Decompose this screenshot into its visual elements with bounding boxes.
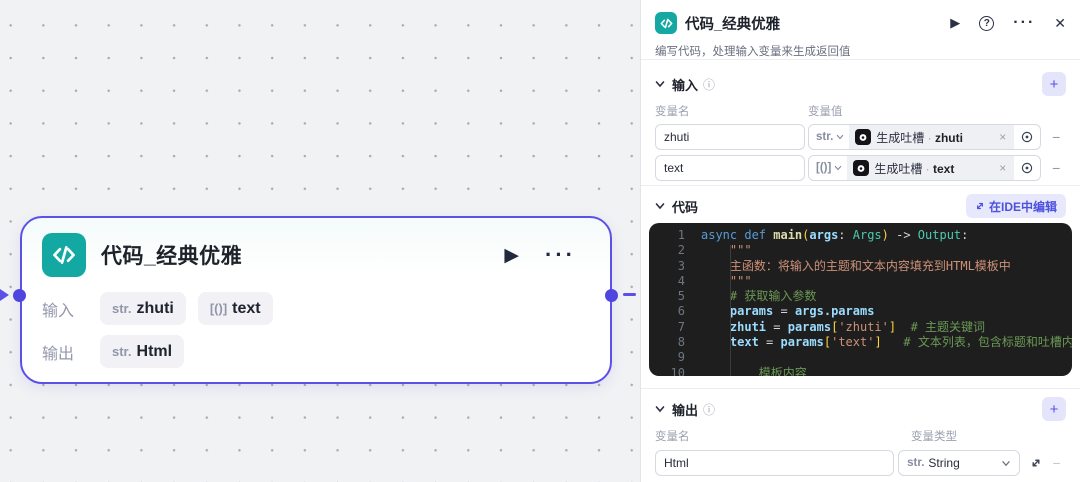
indent-guide (730, 245, 731, 376)
output-tag-html[interactable]: str. Html (100, 335, 185, 368)
chevron-down-icon[interactable] (655, 201, 665, 211)
input-tag-zhuti[interactable]: str. zhuti (100, 292, 186, 325)
node-title: 代码_经典优雅 (101, 245, 243, 268)
panel-subtitle: 编写代码，处理输入变量来生成返回值 (655, 46, 851, 58)
run-button[interactable]: ▶ (950, 15, 961, 30)
input-row-zhuti: str. 生成吐槽 · zhuti × − (655, 124, 1066, 150)
locate-reference-icon[interactable] (1020, 130, 1034, 144)
node-more-button[interactable]: ··· (545, 242, 576, 267)
referenced-node-avatar (853, 160, 870, 176)
code-icon (655, 12, 677, 34)
expand-icon (977, 202, 983, 210)
help-icon[interactable]: ? (979, 15, 995, 31)
add-input-button[interactable]: + (1042, 72, 1066, 96)
edit-in-ide-button[interactable]: 在IDE中编辑 (965, 194, 1066, 218)
outgoing-edge-dash (623, 293, 636, 296)
clear-reference-icon[interactable]: × (999, 161, 1007, 175)
chevron-down-icon[interactable] (655, 404, 665, 414)
col-variable-value: 变量值 (808, 106, 843, 118)
more-menu-button[interactable]: ··· (1013, 14, 1036, 31)
remove-row-button[interactable]: − (1052, 129, 1061, 145)
type-str-icon: str. (112, 301, 132, 316)
code-line: 7 zhuti = params['zhuti'] # 主题关键词 (677, 319, 986, 334)
clear-reference-icon[interactable]: × (999, 130, 1007, 144)
variable-name-input[interactable] (655, 124, 805, 150)
code-line: 2 """ (677, 243, 752, 258)
code-line: 8 text = params['text'] # 文本列表，包含标题和吐槽内容 (677, 335, 1072, 350)
col-variable-name: 变量名 (655, 431, 690, 443)
output-type-dropdown[interactable]: str. String (898, 450, 1021, 476)
variable-name-input[interactable] (655, 155, 805, 181)
chevron-down-icon[interactable] (655, 79, 665, 89)
close-icon[interactable]: ✕ (1054, 14, 1066, 31)
node-config-panel: 代码_经典优雅 ▶ ? ··· ✕ 编写代码，处理输入变量来生成返回值 输入 ⓘ… (640, 0, 1080, 482)
type-array-icon: [()] (209, 301, 228, 316)
info-icon: ⓘ (703, 402, 716, 417)
chevron-down-icon (835, 165, 842, 171)
code-line: 4 """ (677, 273, 752, 288)
output-name-input[interactable] (655, 450, 895, 476)
type-str-icon: str. (112, 344, 132, 359)
remove-row-button[interactable]: − (1052, 455, 1061, 471)
type-dropdown[interactable]: [()] (809, 162, 847, 174)
code-line: 3 主函数：将输入的主题和文本内容填充到HTML模板中 (677, 258, 1011, 273)
output-section-title: 输出 (672, 402, 699, 418)
code-line: 5 # 获取输入参数 (677, 289, 817, 304)
incoming-edge-arrow (0, 289, 9, 301)
node-output-port[interactable] (605, 289, 618, 302)
locate-reference-icon[interactable] (1020, 161, 1034, 175)
output-row-html: str. String − (655, 450, 1066, 476)
chevron-down-icon (837, 134, 844, 140)
input-section-title: 输入 (672, 77, 699, 93)
code-line: 9 (677, 350, 685, 365)
expand-icon[interactable] (1030, 457, 1042, 469)
node-run-button[interactable]: ▶ (504, 244, 520, 266)
add-output-button[interactable]: + (1042, 397, 1066, 421)
node-input-label: 输入 (42, 302, 75, 320)
info-icon: ⓘ (703, 77, 716, 92)
referenced-node-avatar (855, 129, 872, 145)
node-input-port[interactable] (13, 289, 26, 302)
output-section: 输出 ⓘ + 变量名 变量类型 str. String − (641, 388, 1080, 482)
chevron-down-icon (1002, 460, 1010, 466)
variable-value-cell[interactable]: [()] 生成吐槽 · text × (808, 155, 1042, 181)
input-row-text: [()] 生成吐槽 · text × − (655, 155, 1066, 181)
code-icon (42, 233, 86, 277)
input-tag-text[interactable]: [()] text (197, 292, 273, 325)
type-dropdown[interactable]: str. (809, 131, 849, 143)
panel-title: 代码_经典优雅 (685, 16, 781, 33)
variable-value-cell[interactable]: str. 生成吐槽 · zhuti × (808, 124, 1042, 150)
col-variable-name: 变量名 (655, 106, 690, 118)
reference-tag[interactable]: 生成吐槽 · zhuti × (849, 125, 1015, 149)
code-line: 10 模板内容 (670, 365, 807, 376)
code-node-card[interactable]: 代码_经典优雅 ▶ ··· 输入 str. zhuti [()] text 输出 (20, 216, 612, 384)
panel-header: 代码_经典优雅 ▶ ? ··· ✕ 编写代码，处理输入变量来生成返回值 (641, 0, 1080, 60)
code-line: 6 params = args.params (677, 304, 875, 319)
reference-tag[interactable]: 生成吐槽 · text × (847, 156, 1015, 180)
remove-row-button[interactable]: − (1052, 160, 1061, 176)
col-variable-type: 变量类型 (911, 431, 957, 443)
code-section-title: 代码 (672, 199, 699, 215)
input-section: 输入 ⓘ + 变量名 变量值 str. (641, 60, 1080, 185)
node-output-label: 输出 (42, 345, 75, 363)
